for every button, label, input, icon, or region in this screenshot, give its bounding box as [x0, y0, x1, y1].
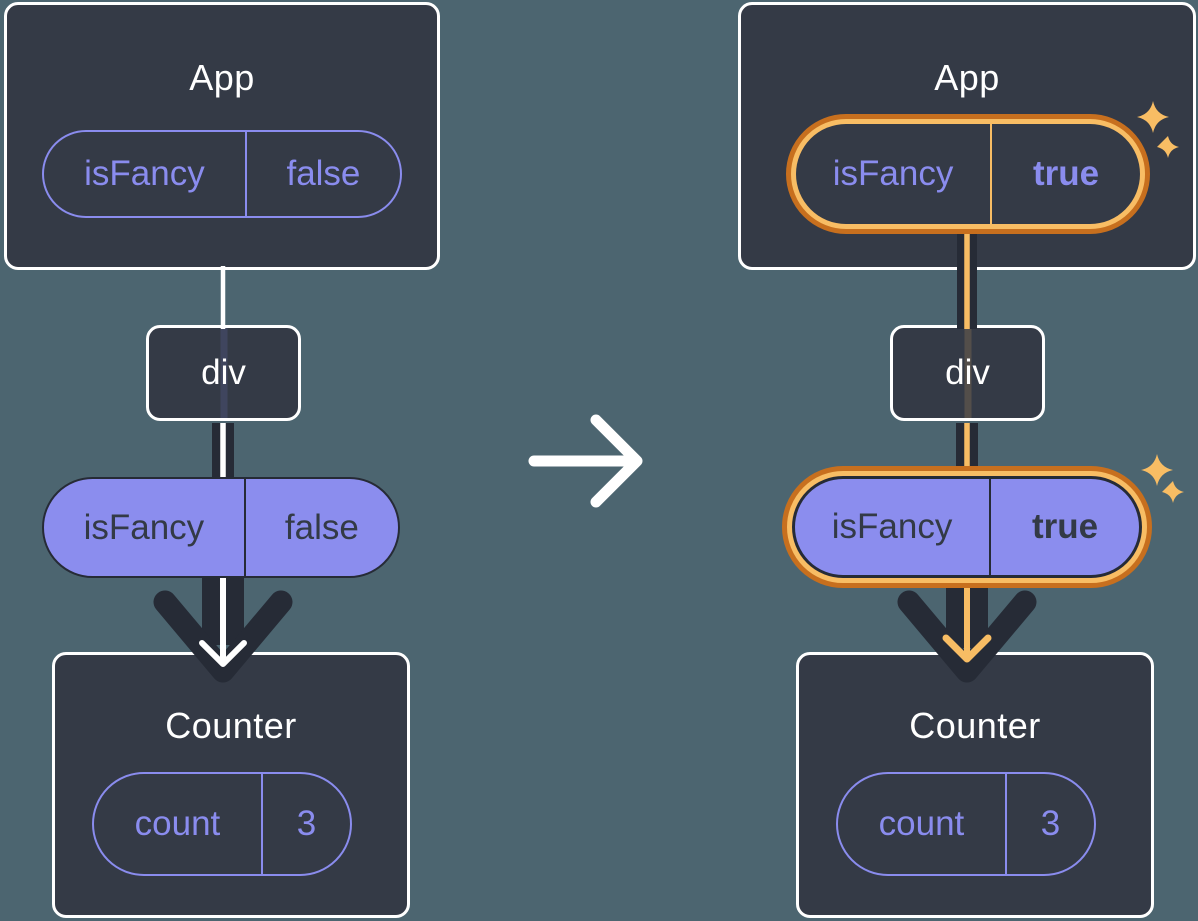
- sparkle-icon: [1137, 101, 1169, 133]
- state-pill: isFancy false: [42, 130, 402, 218]
- counter-state-pill: count 3: [836, 772, 1096, 876]
- right-arrow-icon: [528, 414, 643, 508]
- state-name: count: [94, 774, 263, 874]
- state-value: 3: [1040, 804, 1061, 843]
- sparkle-icon: [1141, 454, 1173, 486]
- prop-value: true: [1031, 507, 1099, 546]
- state-name: count: [838, 774, 1007, 874]
- state-value: 3: [296, 804, 317, 843]
- prop-pill: isFancy false: [42, 477, 400, 578]
- prop-name: isFancy: [795, 479, 992, 575]
- state-name: isFancy: [44, 132, 247, 216]
- highlighted-prop-pill: isFancy true: [782, 466, 1152, 588]
- component-title: App: [934, 57, 1000, 98]
- element-label: div: [945, 353, 990, 392]
- flow-after-connectors: [897, 228, 1037, 683]
- state-value: false: [286, 154, 361, 193]
- component-title: Counter: [165, 705, 297, 746]
- highlighted-state-pill: isFancy true: [786, 114, 1150, 234]
- prop-pass-through-stripe: [220, 328, 227, 418]
- counter-state-pill: count 3: [92, 772, 352, 876]
- state-name: isFancy: [796, 124, 993, 224]
- component-title: Counter: [909, 705, 1041, 746]
- prop-pass-through-stripe: [964, 328, 971, 418]
- prop-value: false: [284, 507, 359, 547]
- div-element-box: div: [146, 325, 301, 421]
- sparkle-icon: [1162, 481, 1184, 503]
- component-title: App: [189, 57, 255, 98]
- div-element-box: div: [890, 325, 1045, 421]
- prop-name: isFancy: [44, 479, 246, 576]
- state-value: true: [1032, 154, 1100, 193]
- element-label: div: [201, 353, 246, 392]
- sparkle-icon: [1157, 136, 1179, 158]
